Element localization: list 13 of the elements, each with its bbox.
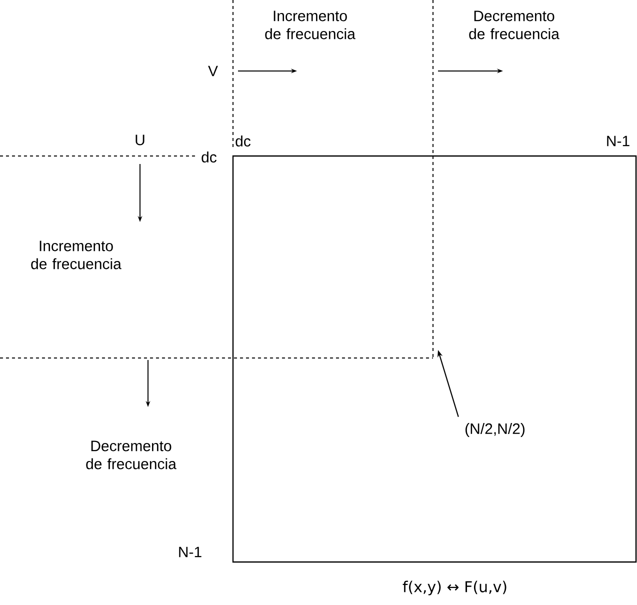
corner-label: dc xyxy=(202,151,217,162)
text-label: Decremento de frecuencia xyxy=(469,10,560,40)
axis-label: V xyxy=(208,66,218,76)
text-label: Incremento de frecuencia xyxy=(31,240,122,270)
corner-label: N-1 xyxy=(179,546,202,558)
axis-label: U xyxy=(136,134,144,146)
corner-label: N-1 xyxy=(607,136,630,146)
formula-label: f(x,y) ↔ F(u,v) xyxy=(402,580,506,596)
point-label: (N/2,N/2) xyxy=(466,423,524,437)
text-label: Decremento de frecuencia xyxy=(86,440,176,470)
square-box xyxy=(232,155,637,563)
corner-label: dc xyxy=(236,135,251,146)
text-label: Incremento de frecuencia xyxy=(265,10,356,40)
